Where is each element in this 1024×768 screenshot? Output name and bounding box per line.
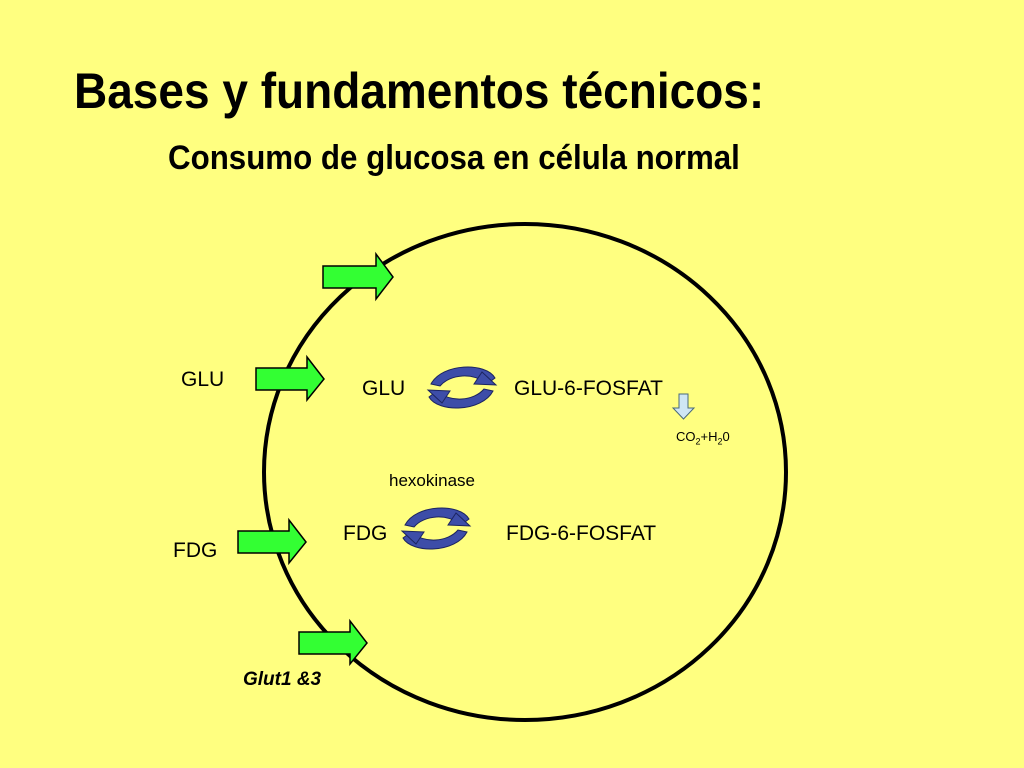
co2-suffix: 0 (722, 429, 730, 444)
glu-substrate-label: GLU (362, 377, 406, 400)
reversible-cycle-icon (400, 507, 472, 550)
slide-title: Bases y fundamentos técnicos: (74, 63, 765, 119)
outside-fdg-label: FDG (173, 539, 218, 562)
enzyme-label: hexokinase (389, 471, 476, 490)
h2o-subscript: 2 (717, 436, 723, 447)
co2-prefix: CO (676, 429, 696, 444)
reversible-cycle-icon (426, 366, 498, 409)
outside-glu-label: GLU (181, 368, 225, 391)
fdg-substrate-label: FDG (343, 522, 388, 545)
down-arrow-icon (671, 393, 696, 420)
right-arrow-icon (255, 354, 325, 403)
right-arrow-icon (322, 251, 394, 302)
right-arrow-icon (237, 517, 307, 566)
co2-subscript: 2 (695, 436, 701, 447)
co2-mid: +H (700, 429, 718, 444)
glu-product-label: GLU-6-FOSFAT (514, 377, 663, 400)
transporter-label: Glut1 &3 (243, 669, 322, 690)
slide-subtitle: Consumo de glucosa en célula normal (168, 139, 740, 177)
cell-membrane (262, 222, 788, 722)
fdg-product-label: FDG-6-FOSFAT (506, 522, 657, 545)
co2-h2o-label: CO2+H20 (676, 429, 730, 447)
right-arrow-icon (298, 618, 368, 667)
